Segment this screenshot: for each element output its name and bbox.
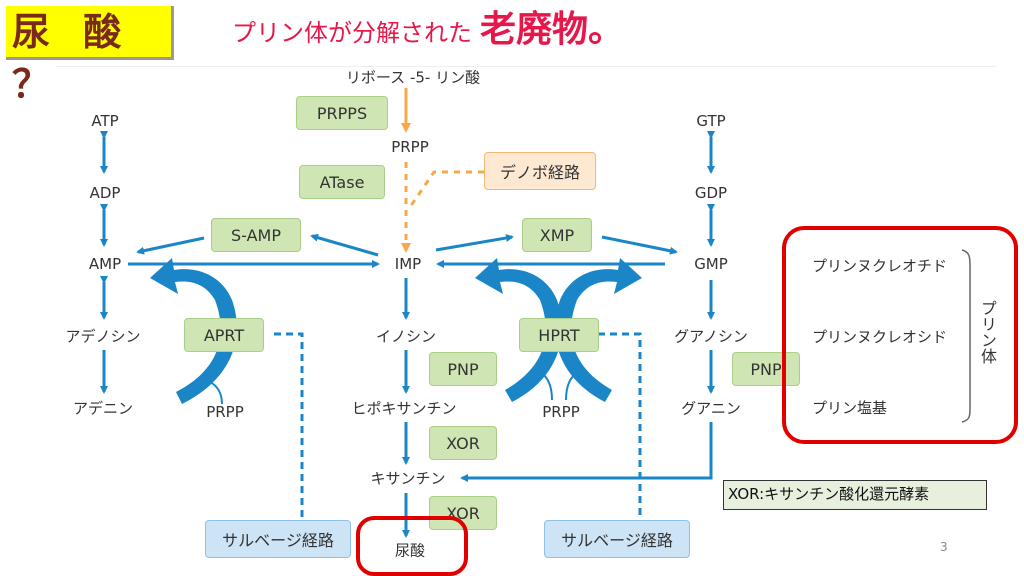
- label-gmp: GMP: [694, 255, 728, 273]
- label-adenosine: アデノシン: [65, 327, 141, 346]
- enzyme-xor-1: XOR: [429, 426, 497, 460]
- purine-class-base: プリン塩基: [812, 399, 888, 417]
- enzyme-prpps: PRPPS: [296, 96, 388, 130]
- hprt-curve-right-arrow: [555, 258, 642, 402]
- purine-class-nucleotide: プリンヌクレオチド: [812, 257, 948, 275]
- subtitle-text: プリン体が分解された: [232, 19, 472, 47]
- label-guanosine: グアノシン: [674, 327, 748, 346]
- subtitle: プリン体が分解された老廃物。: [232, 10, 624, 53]
- enzyme-atase: ATase: [299, 165, 385, 199]
- label-prpp-hprt: PRPP: [542, 403, 580, 421]
- uric-acid-highlight: [356, 516, 468, 576]
- prpp-hprt-link-right: [565, 371, 579, 401]
- enzyme-hprt: HPRT: [519, 318, 599, 352]
- subtitle-emphasis: 老廃物。: [480, 9, 625, 50]
- label-xanthine: キサンチン: [370, 469, 446, 488]
- enzyme-xmp: XMP: [522, 218, 592, 252]
- enzyme-pnp-center: PNP: [429, 352, 497, 386]
- arrow-xmp-gmp: [601, 235, 678, 255]
- enzyme-aprt: APRT: [184, 318, 264, 352]
- xor-legend: XOR:キサンチン酸化還元酵素: [723, 480, 987, 510]
- arrow-imp-samp: [310, 233, 379, 257]
- prpp-hprt-link-left: [539, 371, 553, 401]
- purine-class-nucleoside: プリンヌクレオシド: [812, 328, 948, 346]
- enzyme-s-amp: S-AMP: [211, 218, 301, 252]
- denovo-link: [406, 170, 484, 211]
- slide-divider: [56, 66, 996, 67]
- enzyme-pnp-right: PNP: [732, 352, 800, 386]
- purine-classes-highlight: [782, 226, 1018, 444]
- label-guanine: グアニン: [681, 399, 741, 418]
- label-uric-acid: 尿酸: [394, 541, 426, 560]
- title-badge: 尿 酸 ？: [6, 6, 174, 106]
- arrow-samp-amp: [136, 236, 205, 255]
- salvage-line-aprt: [274, 332, 304, 520]
- aprt-curve-arrow: [150, 258, 237, 404]
- label-imp: IMP: [394, 255, 422, 273]
- label-adenine: アデニン: [72, 399, 134, 418]
- label-ribose-5-phosphate: リボース -5- リン酸: [345, 68, 481, 87]
- label-gtp: GTP: [696, 112, 726, 130]
- salvage-pathway-box-right: サルベージ経路: [544, 520, 690, 558]
- prpp-aprt-link: [204, 379, 223, 405]
- purine-bracket: [961, 249, 971, 423]
- label-atp: ATP: [91, 112, 119, 130]
- label-prpp: PRPP: [391, 138, 429, 156]
- page-number: 3: [940, 540, 948, 554]
- label-amp: AMP: [88, 255, 122, 273]
- salvage-pathway-box-left: サルベージ経路: [205, 520, 351, 558]
- label-inosine: イノシン: [375, 327, 437, 346]
- label-hypoxanthine: ヒポキサンチン: [351, 399, 457, 418]
- hprt-curve-left-arrow: [475, 258, 562, 402]
- arrow-guanine-xanthine: [460, 422, 713, 482]
- purine-group-label: プリン体: [978, 300, 997, 364]
- denovo-pathway-box: デノボ経路: [484, 152, 596, 190]
- salvage-line-hprt: [598, 332, 642, 520]
- arrow-imp-xmp: [435, 234, 514, 252]
- label-gdp: GDP: [694, 184, 728, 202]
- label-adp: ADP: [89, 184, 121, 202]
- label-prpp-aprt: PRPP: [206, 403, 244, 421]
